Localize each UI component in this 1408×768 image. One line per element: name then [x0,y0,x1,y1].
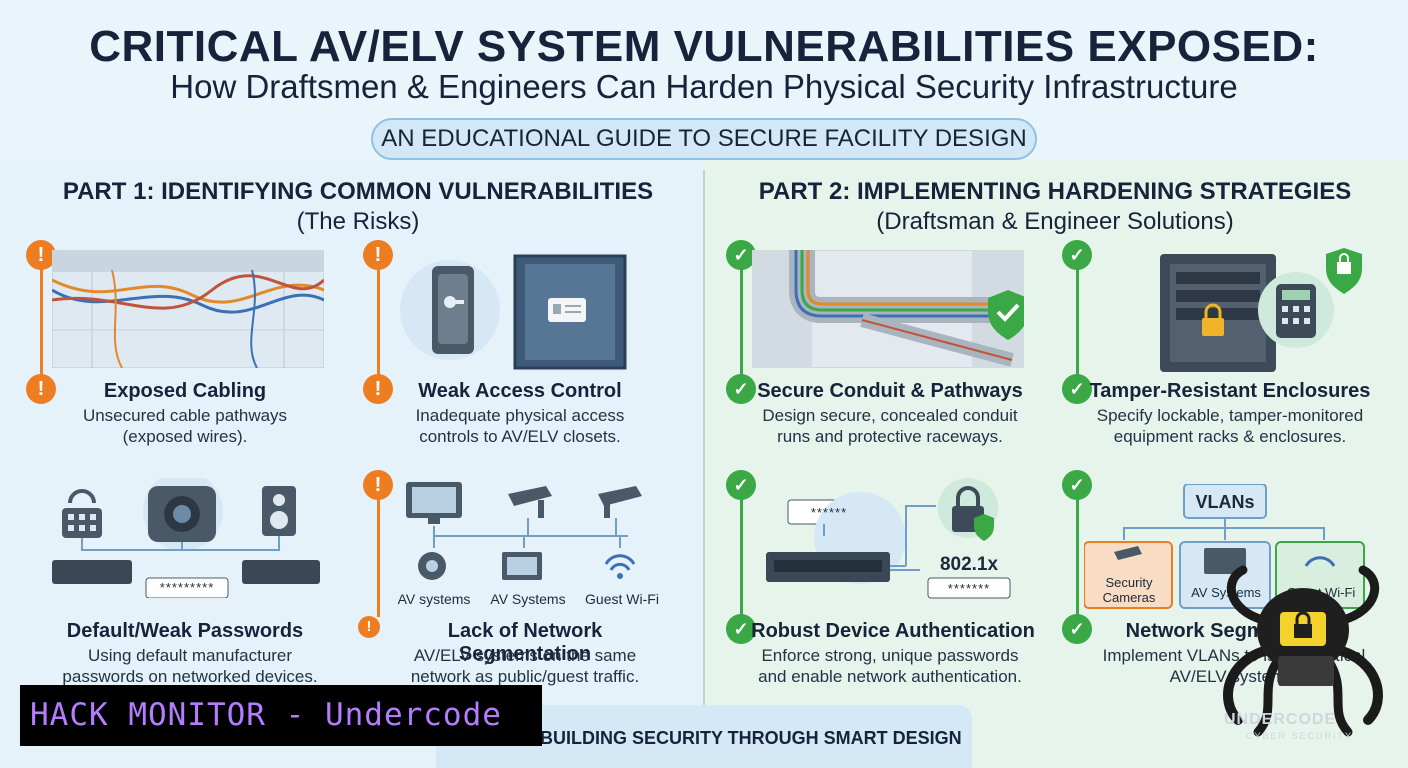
protocol-label: 802.1x [939,554,999,575]
part1-timeline-b [377,262,380,387]
part1-heading: PART 1: IDENTIFYING COMMON VULNERABILITI… [30,178,686,236]
part1-timeline-a [40,262,43,387]
part2-heading: PART 2: IMPLEMENTING HARDENING STRATEGIE… [722,178,1388,236]
part1-subtitle: (The Risks) [296,208,420,235]
part1-timeline-c [377,492,380,617]
exposed-cabling-illustration [52,250,324,368]
checkmark-icon: ✓ [1062,240,1092,270]
part2-title: PART 2: IMPLEMENTING HARDENING STRATEGIE… [758,178,1352,205]
footer-text: BUILDING SECURITY THROUGH SMART DESIGN [540,728,962,748]
undercode-logo-text: UNDERCODE [1224,711,1337,728]
section-divider [703,170,705,730]
part1-title: PART 1: IDENTIFYING COMMON VULNERABILITI… [62,178,654,205]
checkmark-icon: ✓ [726,470,756,500]
default-passwords-title: Default/Weak Passwords [66,620,304,642]
security-cameras-label: Security Cameras [1102,575,1156,605]
default-passwords-illustration [52,478,320,598]
secure-conduit-illustration [752,250,1024,368]
secure-conduit-text: Design secure, concealed conduit runs an… [762,406,1018,446]
access-control-illustration [400,254,627,370]
warning-badge: ! [363,374,393,404]
device-authentication-illustration [766,478,1011,599]
password-field: ********* [159,580,215,595]
network-segmentation-risk-title: Lack of Network Segmentation [447,620,603,665]
part2-timeline-d [1076,492,1079,617]
part2-timeline-b [1076,262,1079,387]
warning-badge: ! [26,374,56,404]
checkmark-icon: ✓ [1062,374,1092,404]
part2-subtitle: (Draftsman & Engineer Solutions) [876,208,1234,235]
av-systems-label: AV Systems [490,591,566,607]
main-subtitle: How Draftsmen & Engineers Can Harden Phy… [170,68,1238,105]
network-segmentation-risk-illustration [406,482,642,580]
tamper-enclosure-text: Specify lockable, tamper-monitored equip… [1096,406,1364,446]
undercode-octopus-logo [1223,565,1383,737]
av-systems-label: AV systems [397,591,471,607]
warning-badge: ! [363,240,393,270]
warning-badge: ! [363,470,393,500]
access-control-title: Weak Access Control [418,380,622,402]
warning-badge: ! [358,616,380,638]
password-field: ******* [947,581,991,596]
checkmark-icon: ✓ [1062,470,1092,500]
checkmark-icon: ✓ [1062,614,1092,644]
undercode-logo-subtext: CYBER SECURITY [1246,731,1354,741]
password-field: ****** [810,505,848,520]
part2-timeline-a [740,262,743,387]
exposed-cabling-title: Exposed Cabling [103,380,267,402]
main-title: CRITICAL AV/ELV SYSTEM VULNERABILITIES E… [89,22,1319,71]
av-systems-label: AV Systems [1191,585,1261,600]
tamper-enclosure-illustration [1160,248,1362,372]
device-authentication-text: Enforce strong, unique passwords and ena… [758,646,1022,686]
warning-badge: ! [26,240,56,270]
tamper-enclosure-title: Tamper-Resistant Enclosures [1089,380,1371,402]
checkmark-icon: ✓ [726,374,756,404]
device-authentication-title: Robust Device Authentication [751,620,1035,642]
tagline-pill: AN EDUCATIONAL GUIDE TO SECURE FACILITY … [371,118,1037,160]
guest-wifi-label: Guest Wi-Fi [585,591,659,607]
vlans-label: VLANs [1195,492,1255,512]
checkmark-icon: ✓ [726,614,756,644]
network-segmentation-risk-text: AV/ELV systems on the same network as pu… [410,646,640,686]
secure-conduit-title: Secure Conduit & Pathways [757,380,1023,402]
part2-timeline-c [740,492,743,617]
access-control-text: Inadequate physical access controls to A… [415,406,625,446]
hack-monitor-banner: HACK MONITOR - Undercode [20,685,542,746]
checkmark-icon: ✓ [726,240,756,270]
default-passwords-text: Using default manufacturer passwords on … [62,646,318,686]
exposed-cabling-text: Unsecured cable pathways (exposed wires)… [82,406,288,446]
